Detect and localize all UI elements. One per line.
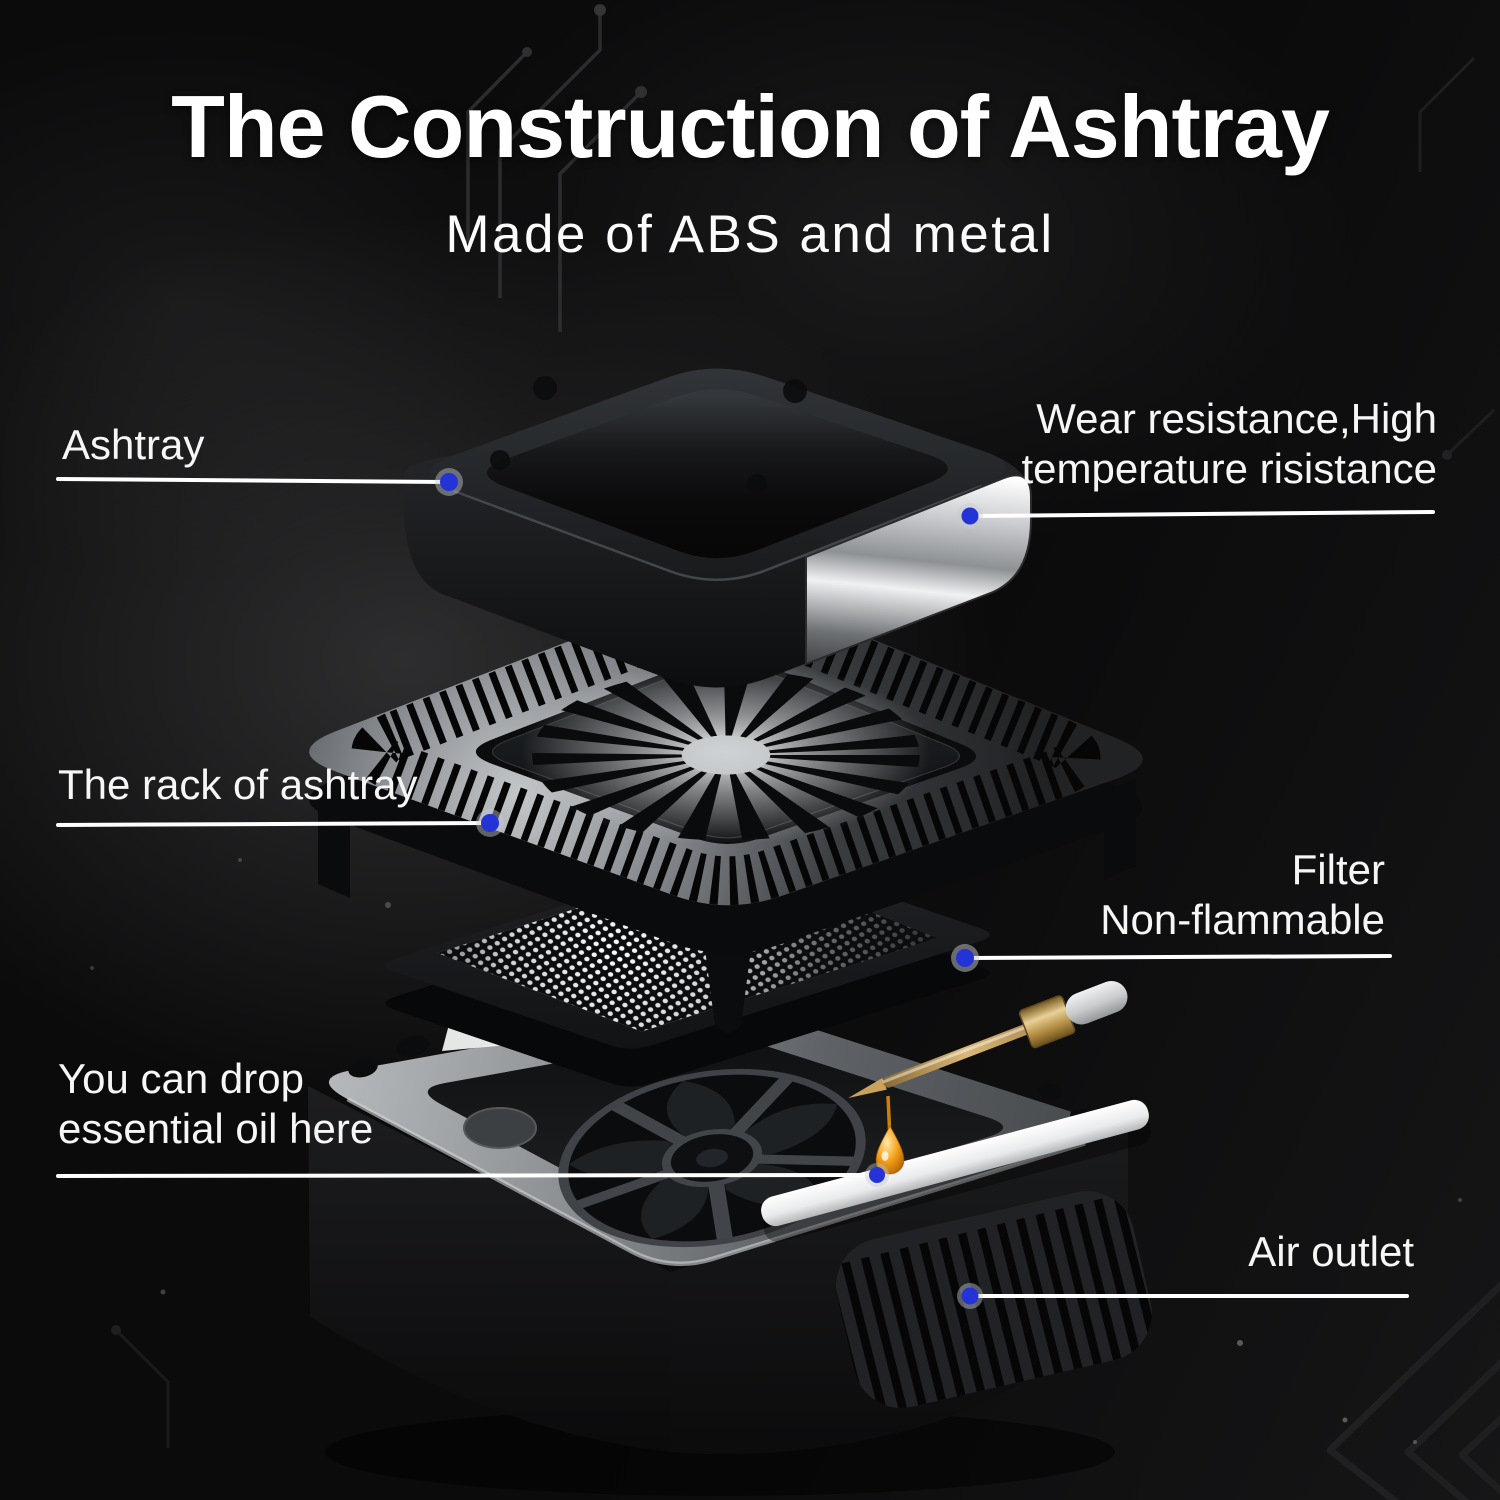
deck-front-edge-highlight: [346, 1097, 1086, 1267]
callout-dot-filter: [951, 944, 979, 972]
callout-label-ashtray: Ashtray: [62, 420, 204, 470]
callout-label-filter-line1: Filter: [1291, 846, 1385, 893]
callout-label-wear-line2: temperature risistance: [1021, 445, 1437, 492]
callout-label-wear-line1: Wear resistance,High: [1036, 395, 1437, 442]
callout-label-essential-oil: You can drop essential oil here: [58, 1054, 373, 1154]
callout-dots: [435, 468, 983, 1309]
callout-dot-essential-oil: [865, 1163, 889, 1187]
callout-line-rack: [56, 821, 492, 827]
callout-label-rack-text: The rack of ashtray: [58, 761, 418, 808]
oil-cotton-strip: [761, 1099, 1151, 1242]
rack-foot-left: [318, 796, 350, 898]
air-outlet-vents: [826, 1191, 1162, 1418]
callout-label-rack: The rack of ashtray: [58, 760, 417, 810]
circuit-decoration-top-left: [466, 4, 647, 332]
circuit-decoration-bottom-left: [111, 1325, 170, 1448]
essential-oil-dropper: [848, 980, 1128, 1099]
fan-guard-spokes: [575, 1077, 855, 1241]
callout-label-filter: Filter Non-flammable: [1100, 845, 1385, 945]
callout-dot-air-outlet: [957, 1283, 983, 1309]
circuit-decoration-right: [1418, 56, 1496, 460]
callout-dot-rack: [476, 809, 504, 837]
callout-label-oil-line2: essential oil here: [58, 1105, 374, 1152]
callout-lines: [56, 477, 1435, 1298]
callout-label-air-outlet: Air outlet: [1248, 1227, 1414, 1277]
callout-label-filter-line2: Non-flammable: [1100, 896, 1385, 943]
chevron-decoration-bottom-right: [1326, 1280, 1500, 1500]
rack-layer: [309, 590, 1143, 1033]
ashtray-tray-layer: [404, 368, 1032, 688]
deck-button: [463, 1107, 537, 1149]
callout-label-oil-line1: You can drop: [58, 1055, 304, 1102]
callout-label-wear-resistance: Wear resistance,High temperature risista…: [1021, 394, 1437, 494]
callout-line-essential-oil: [56, 1173, 879, 1178]
callout-line-ashtray: [56, 477, 451, 484]
oil-drop-highlight: [881, 1151, 889, 1161]
callout-dot-wear-resistance: [957, 503, 983, 529]
ashtray-cigarette-notches: [490, 376, 807, 494]
ashtray-rim-edge-highlight: [453, 484, 983, 581]
callout-label-air-text: Air outlet: [1248, 1228, 1414, 1275]
oil-drop: [875, 1124, 905, 1175]
page-subtitle: Made of ABS and metal: [445, 205, 1055, 264]
rack-sunburst-slots: [532, 669, 920, 841]
callout-line-filter: [963, 954, 1392, 960]
callout-line-wear-resistance: [968, 510, 1435, 518]
page-title: The Construction of Ashtray: [171, 77, 1330, 176]
callout-dot-ashtray: [435, 468, 463, 496]
callout-label-ashtray-text: Ashtray: [62, 421, 205, 468]
rack-foot-right: [1104, 778, 1136, 880]
